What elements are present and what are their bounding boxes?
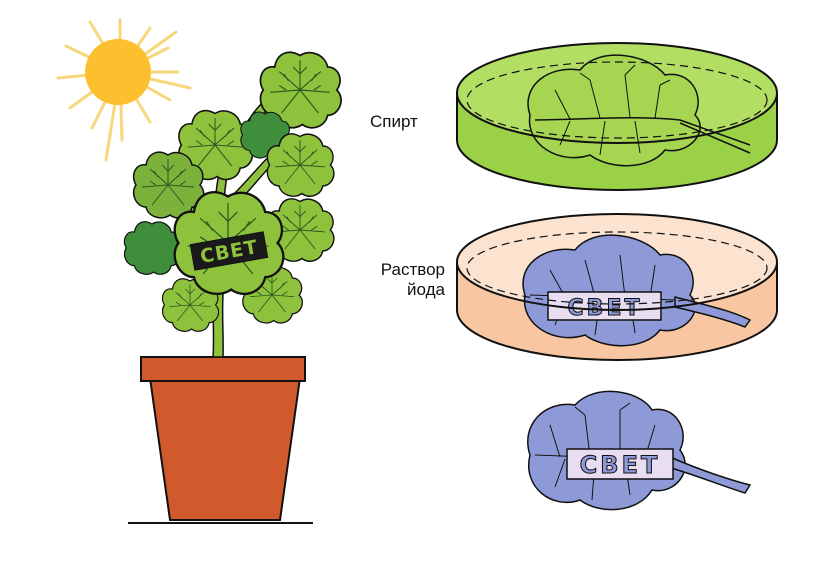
label-alcohol: Спирт xyxy=(370,112,418,131)
leaf-icon: СВЕТ xyxy=(527,390,752,511)
label-iodine-line2: йода xyxy=(407,280,445,299)
iodine-dish-icon: СВЕТ xyxy=(456,213,778,361)
label-iodine-line1: Раствор xyxy=(380,260,445,279)
label-iodine-solution: Раствор йода xyxy=(353,260,445,300)
alcohol-dish-icon xyxy=(456,42,778,191)
potted-plant-icon: СВЕТ xyxy=(123,51,342,524)
stencil-word-final: СВЕТ xyxy=(580,451,661,479)
sun-icon xyxy=(56,18,192,162)
